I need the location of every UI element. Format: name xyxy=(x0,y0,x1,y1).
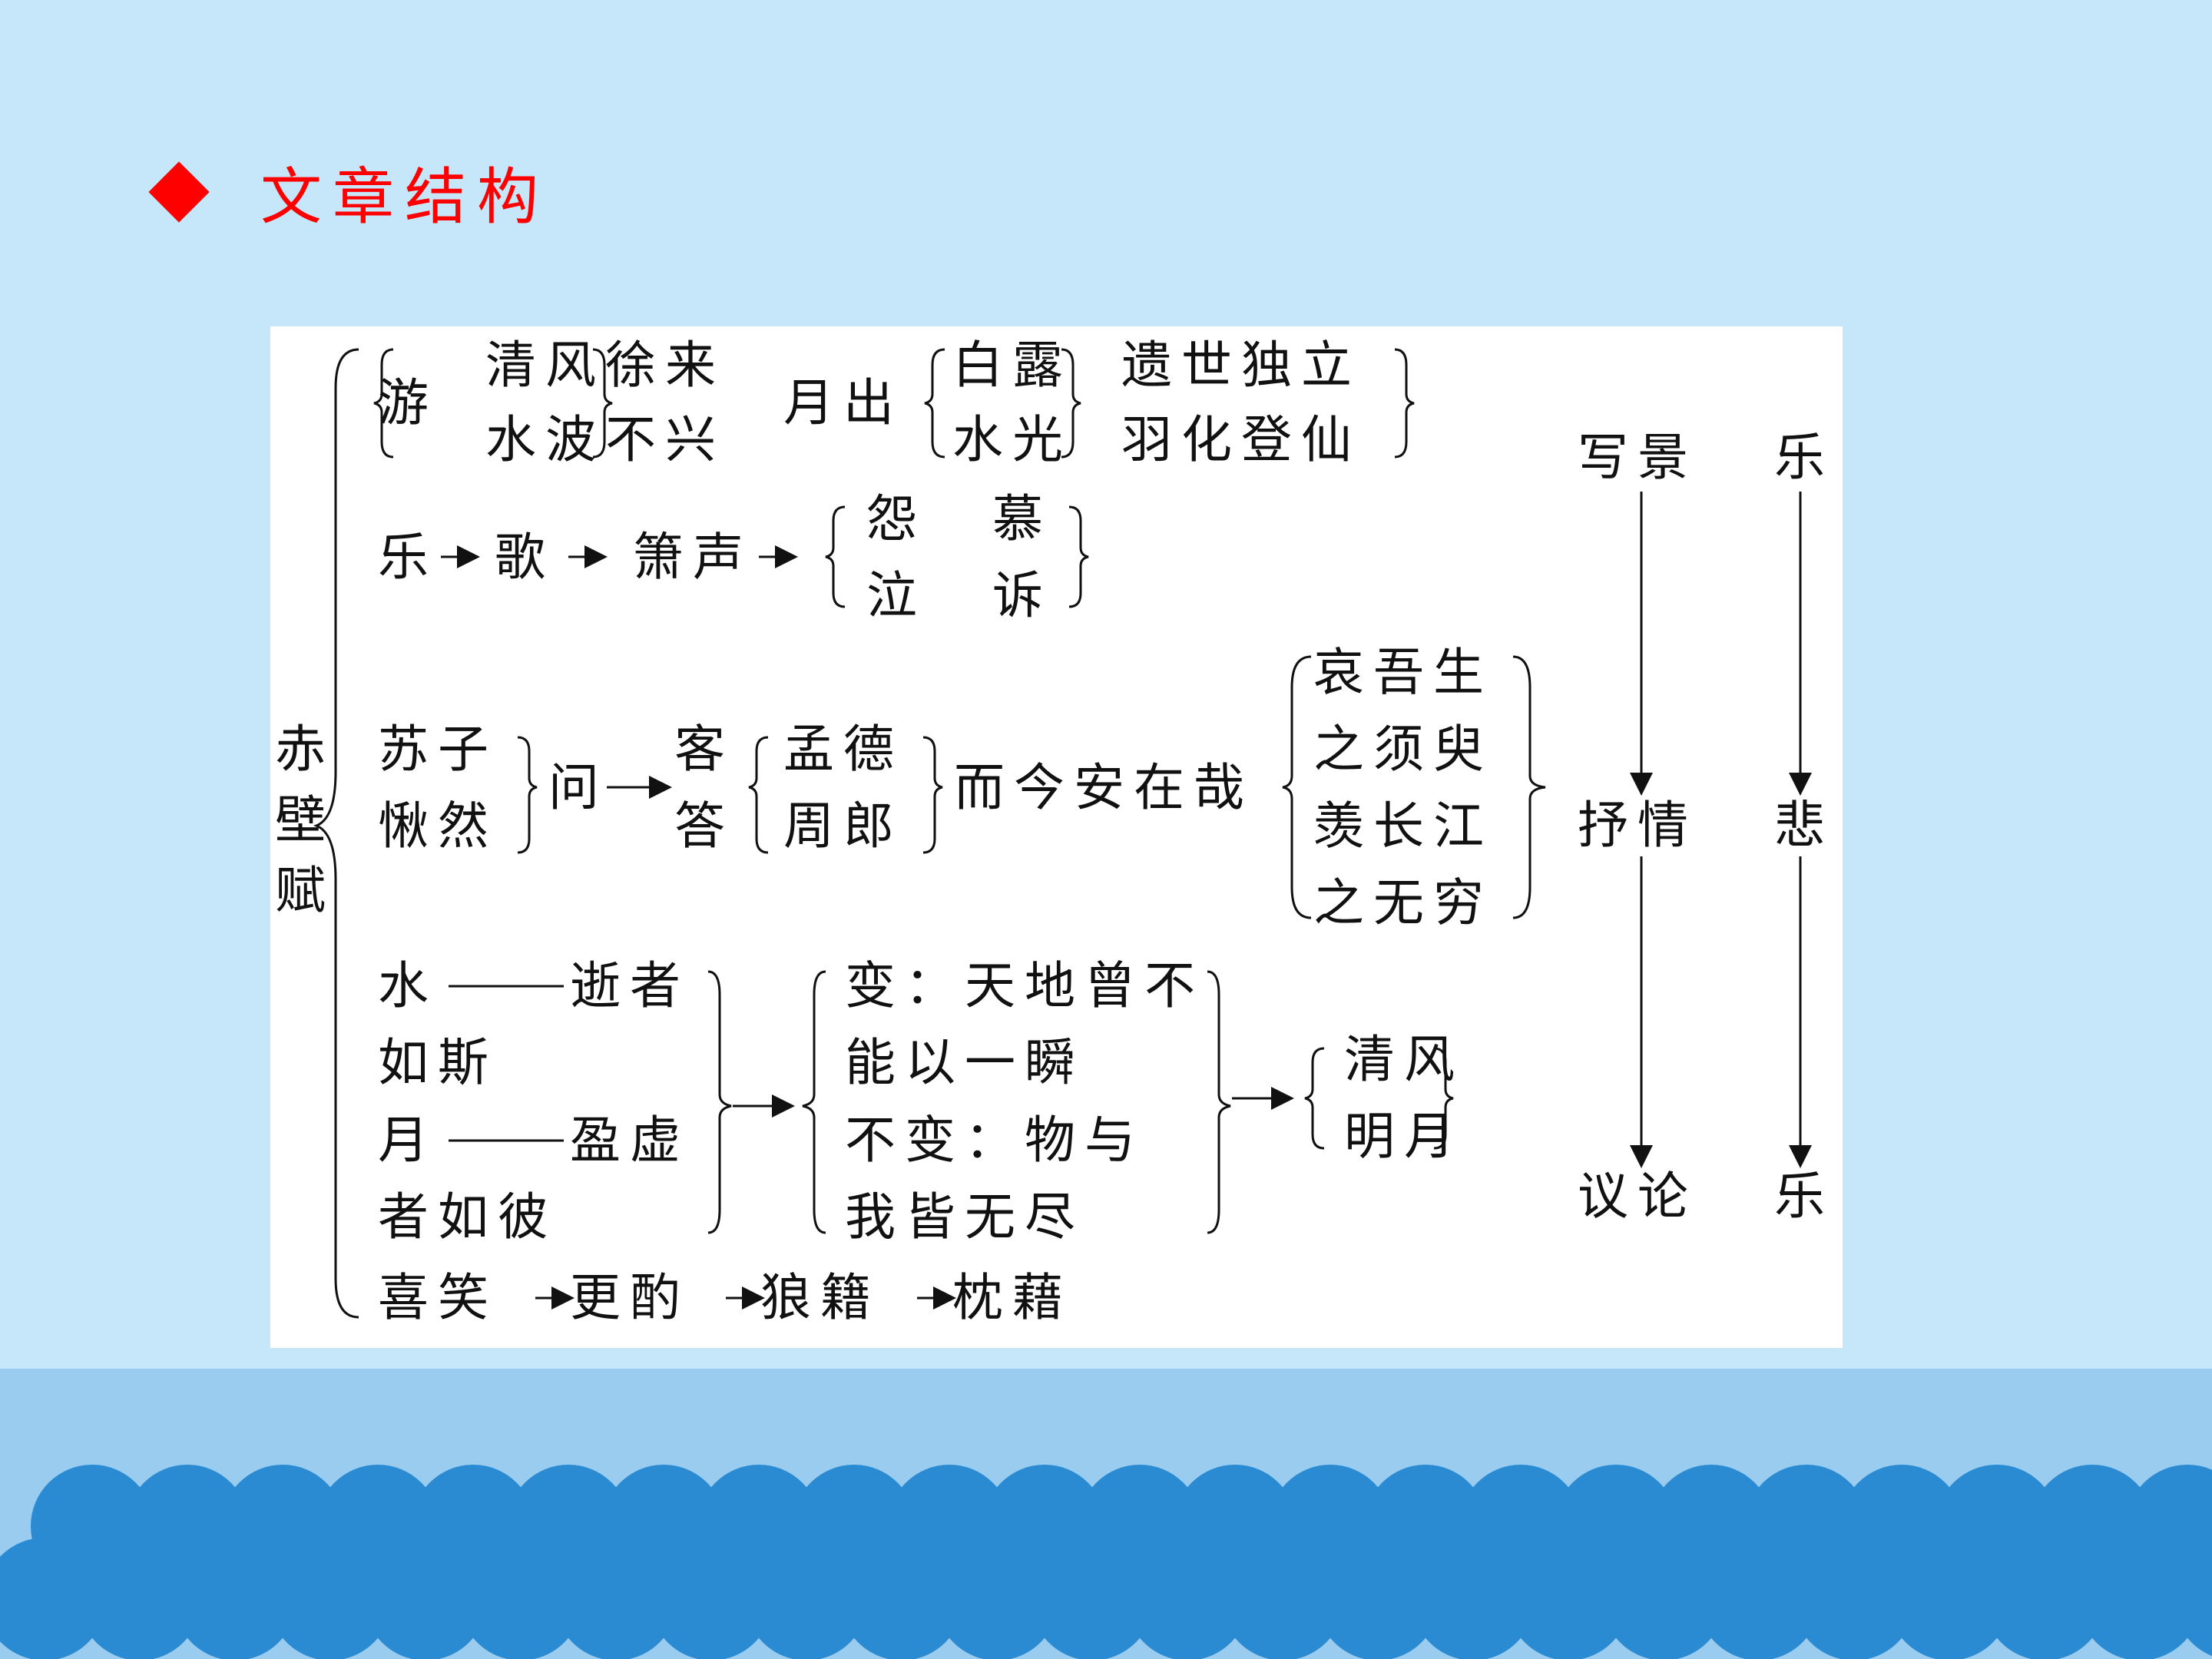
b2-emotion-0: 怨 xyxy=(866,489,917,548)
b3-hero-0: 孟德 xyxy=(783,720,903,779)
brace-4d xyxy=(1304,1047,1325,1150)
wave-scallop xyxy=(840,1538,963,1659)
brace-4a xyxy=(707,970,732,1234)
wave-scallop xyxy=(555,1538,677,1659)
b1-pair1-1: 水波不兴 xyxy=(485,410,725,469)
b4-philosophy-3: 我皆无尽 xyxy=(845,1187,1084,1247)
b3-speaker-0: 苏子 xyxy=(378,720,498,779)
b4-water-1: 逝者 xyxy=(570,956,690,1015)
b2-emotion-1: 慕 xyxy=(992,489,1043,548)
b3-lament-3: 之无穷 xyxy=(1313,873,1493,932)
brace-3d xyxy=(1282,655,1312,919)
wave-scallop xyxy=(935,1538,1058,1659)
root-label: 赤壁赋 xyxy=(267,722,326,934)
mood-1: 悲 xyxy=(1774,796,1825,855)
wave-scallop xyxy=(78,1538,201,1659)
structure-diagram: 赤壁赋 游 清风徐来 水波不兴 月出 白露 水光 遗世独立 羽化登仙 乐 歌 箫… xyxy=(267,326,1843,1348)
stage-0: 写景 xyxy=(1578,428,1697,487)
b4-philosophy-0: 变：天地曾不 xyxy=(845,956,1204,1015)
brace-3e xyxy=(1512,655,1546,919)
wave-scallop xyxy=(459,1538,582,1659)
b4-water-2: 如斯 xyxy=(378,1033,498,1092)
wave-scallop xyxy=(650,1538,773,1659)
b2-chain-0: 乐 xyxy=(378,528,429,587)
wave-scallop xyxy=(1983,1538,2106,1659)
brace-4e xyxy=(1433,1047,1454,1150)
b4-moon-2: 者如彼 xyxy=(378,1187,558,1247)
b2-emotion-3: 诉 xyxy=(992,566,1043,625)
b3-question: 而今安在哉 xyxy=(954,758,1253,817)
b4-philosophy-1: 能以一瞬 xyxy=(845,1033,1084,1092)
wave-scallop xyxy=(1412,1538,1535,1659)
brace-3a xyxy=(517,736,538,854)
brace-2a xyxy=(825,505,846,608)
b1-lead: 游 xyxy=(378,373,429,432)
wave-scallop xyxy=(1793,1538,1916,1659)
brace-3c xyxy=(922,736,943,854)
b2-emotion-2: 泣 xyxy=(866,566,917,625)
wave-scallop xyxy=(2174,1541,2212,1657)
mood-2: 乐 xyxy=(1774,1167,1825,1226)
b1-mid: 月出 xyxy=(783,373,903,432)
wave-scallop xyxy=(364,1538,487,1659)
b3-lament-2: 羡长江 xyxy=(1313,796,1493,856)
b1-pair3-1: 羽化登仙 xyxy=(1121,410,1361,469)
mood-0: 乐 xyxy=(1774,428,1825,487)
wave-scallop xyxy=(1888,1538,2011,1659)
brace-1e xyxy=(1394,348,1415,459)
wave-scallop xyxy=(1316,1538,1439,1659)
wave-scallop xyxy=(1602,1538,1725,1659)
b1-pair2-1: 水光 xyxy=(952,410,1072,469)
wave-decoration xyxy=(0,1369,2212,1659)
slide-title: 文章结构 xyxy=(260,161,549,233)
brace-1d xyxy=(1061,348,1081,459)
b4-conclusion-0: 清风 xyxy=(1344,1030,1464,1089)
b1-pair3-0: 遗世独立 xyxy=(1121,336,1361,395)
wave-scallop xyxy=(174,1538,296,1659)
wave-scallop xyxy=(1697,1538,1820,1659)
diamond-bullet-icon xyxy=(148,161,210,223)
b4-moon-0: 月 xyxy=(378,1111,429,1170)
b4-conclusion-1: 明月 xyxy=(1344,1107,1464,1166)
wave-scallop xyxy=(1031,1538,1154,1659)
brace-2b xyxy=(1068,505,1089,608)
b3-hero-1: 周郎 xyxy=(783,796,903,856)
b4-water-0: 水 xyxy=(378,956,429,1015)
main-brace xyxy=(313,348,359,1319)
waves-svg xyxy=(0,1465,2212,1659)
slide-header: 文章结构 xyxy=(148,150,549,234)
b3-guest-0: 客 xyxy=(674,720,725,779)
wave-scallop xyxy=(1126,1538,1249,1659)
wave-scallop xyxy=(2078,1538,2201,1659)
brace-3b xyxy=(748,736,769,854)
wave-scallop xyxy=(1221,1538,1344,1659)
brace-4c xyxy=(1207,970,1231,1234)
brace-1a xyxy=(373,348,394,459)
b3-guest-1: 答 xyxy=(674,796,725,856)
b1-pair2-0: 白露 xyxy=(952,336,1072,395)
b2-chain-2: 箫声 xyxy=(633,528,753,587)
b4-moon-1: 盈虚 xyxy=(570,1111,690,1170)
b5-chain-1: 更酌 xyxy=(570,1268,690,1327)
wave-scallop xyxy=(745,1538,868,1659)
b3-lament-1: 之须臾 xyxy=(1313,720,1493,779)
b5-chain-3: 枕藉 xyxy=(952,1268,1072,1327)
brace-1b xyxy=(592,348,613,459)
stage-1: 抒情 xyxy=(1578,796,1697,855)
b3-lament-0: 哀吾生 xyxy=(1313,643,1493,702)
brace-1c xyxy=(924,348,945,459)
b2-chain-1: 歌 xyxy=(495,528,545,587)
diagram-lines xyxy=(313,348,1812,1319)
b1-pair1-0: 清风徐来 xyxy=(485,336,725,395)
b3-speaker-1: 愀然 xyxy=(378,796,498,856)
b4-philosophy-2: 不变：物与 xyxy=(845,1111,1144,1170)
stage-2: 议论 xyxy=(1578,1167,1697,1226)
wave-scallop xyxy=(0,1538,106,1659)
b5-chain-0: 喜笑 xyxy=(378,1268,498,1327)
wave-scallop xyxy=(269,1538,392,1659)
brace-4b xyxy=(802,970,826,1234)
b5-chain-2: 狼籍 xyxy=(760,1268,880,1327)
b3-ask: 问 xyxy=(548,758,599,817)
wave-scallop xyxy=(1507,1538,1630,1659)
